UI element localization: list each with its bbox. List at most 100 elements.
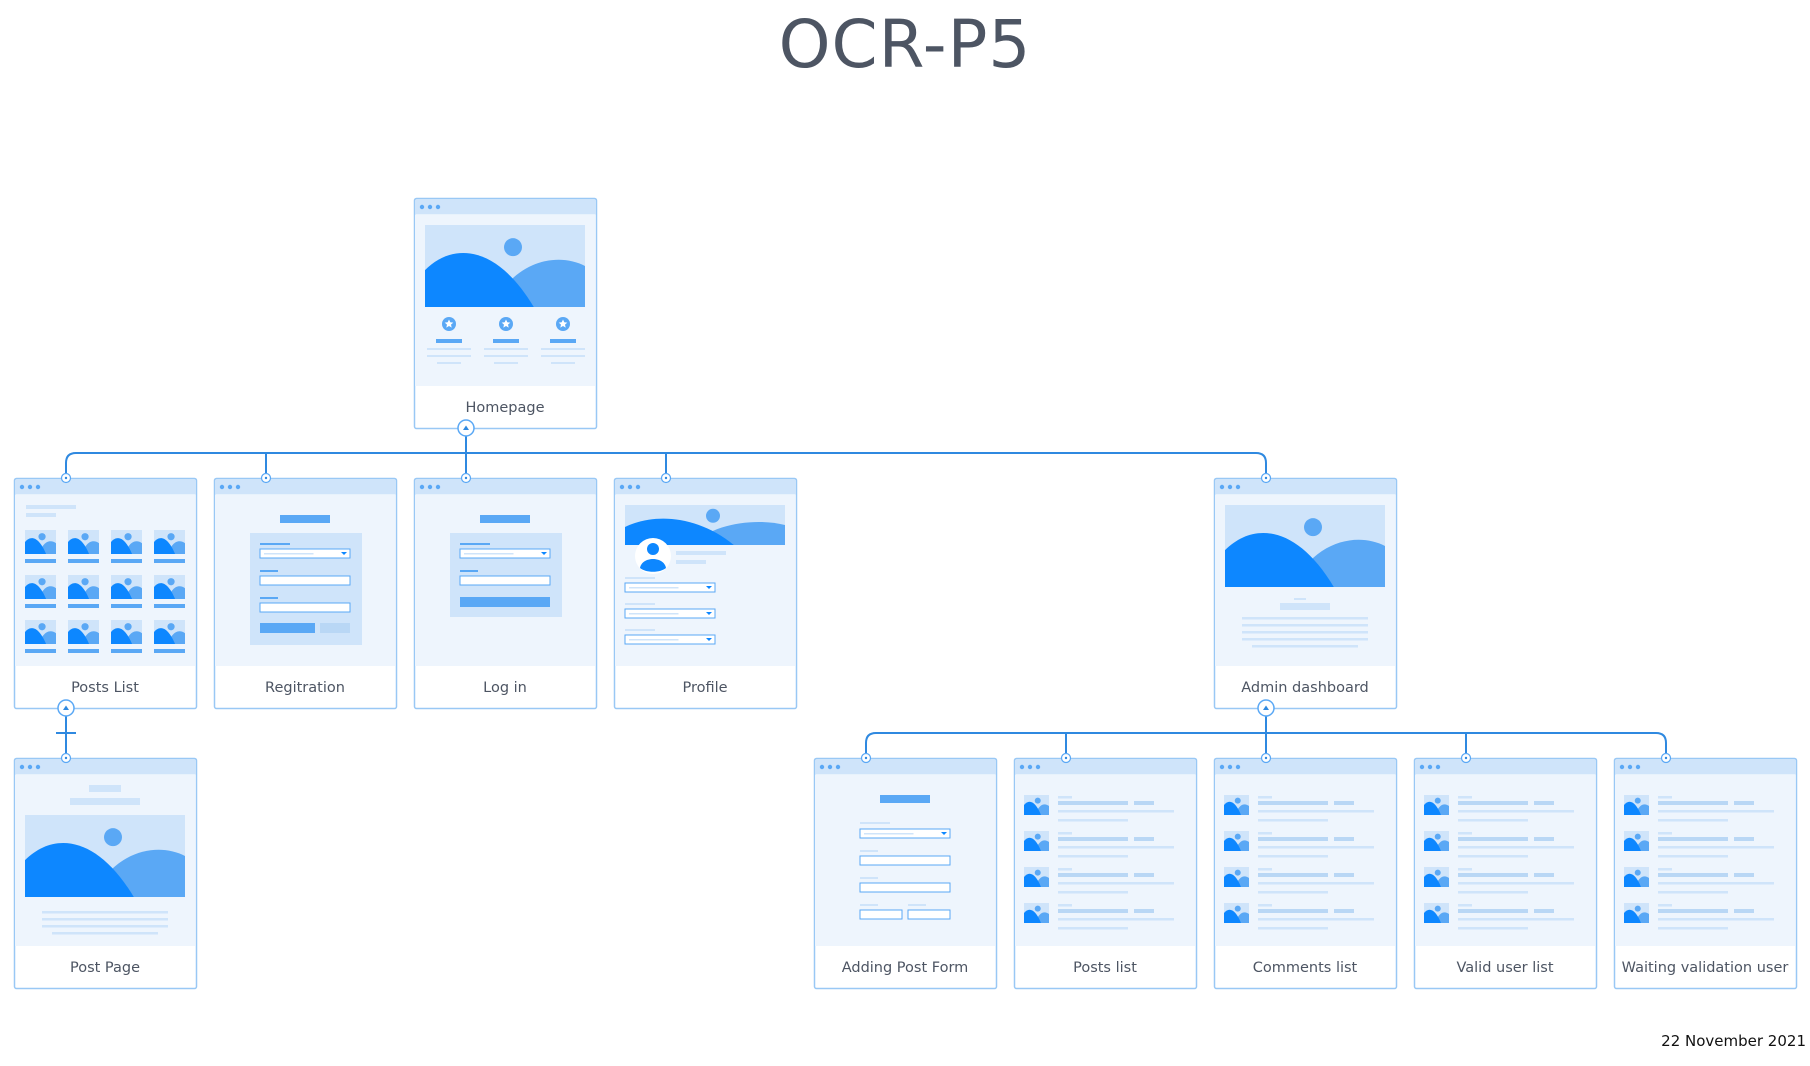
window-dot-icon <box>1219 764 1225 770</box>
window-dot-icon <box>1635 764 1641 770</box>
wireframe-preview <box>1215 775 1395 946</box>
page-node-admin-dashboard[interactable]: Admin dashboard <box>1213 477 1398 710</box>
window-dot-icon <box>1419 764 1425 770</box>
wireframe-preview <box>815 775 995 946</box>
window-dot-icon <box>19 484 25 490</box>
connector-lines <box>56 428 1667 758</box>
page-node-login[interactable]: Log in <box>413 477 598 710</box>
page-label: Homepage <box>465 400 544 416</box>
browser-bar <box>1215 479 1396 495</box>
page-label: Post Page <box>70 960 140 976</box>
connection-dot-center <box>64 476 68 480</box>
window-dot-icon <box>1227 764 1233 770</box>
window-dot-icon <box>1627 764 1633 770</box>
window-dot-icon <box>27 764 33 770</box>
connection-dot-center <box>1264 476 1268 480</box>
window-dot-icon <box>35 764 41 770</box>
connector-ports <box>57 419 1672 764</box>
window-dot-icon <box>1027 764 1033 770</box>
page-node-profile[interactable]: Profile <box>613 477 798 710</box>
wireframe-preview <box>1015 775 1195 946</box>
page-label: Admin dashboard <box>1241 680 1369 696</box>
browser-bar <box>1215 759 1396 775</box>
page-label: Regitration <box>265 680 345 696</box>
wireframe-preview <box>1615 775 1795 946</box>
connection-dot-center <box>1064 756 1068 760</box>
wireframe-preview <box>15 775 195 946</box>
wireframe-preview <box>215 495 395 666</box>
wireframe-preview <box>1215 495 1395 666</box>
wireframe-preview <box>415 495 595 666</box>
connection-dot-center <box>1664 756 1668 760</box>
window-dot-icon <box>1427 764 1433 770</box>
connection-dot-center <box>264 476 268 480</box>
wireframe-preview <box>1415 775 1595 946</box>
wireframe-preview <box>415 215 595 386</box>
page-node-valid-user-list[interactable]: Valid user list <box>1413 757 1598 990</box>
window-dot-icon <box>435 204 441 210</box>
page-label: Comments list <box>1253 960 1358 976</box>
window-dot-icon <box>835 764 841 770</box>
connector-branch <box>865 732 877 758</box>
connection-dot-center <box>464 476 468 480</box>
chevron-up-icon <box>1263 705 1269 710</box>
page-label: Profile <box>682 680 727 696</box>
connector-branch <box>65 452 77 478</box>
page-node-registration[interactable]: Regitration <box>213 477 398 710</box>
window-dot-icon <box>27 484 33 490</box>
chevron-up-icon <box>463 425 469 430</box>
page-node-waiting-validation-user[interactable]: Waiting validation user <box>1613 757 1798 990</box>
window-dot-icon <box>627 484 633 490</box>
browser-bar <box>415 199 596 215</box>
page-node-adding-post-form[interactable]: Adding Post Form <box>813 757 998 990</box>
connector-branch <box>1655 732 1667 758</box>
page-node-admin-posts-list[interactable]: Posts list <box>1013 757 1198 990</box>
page-label: Valid user list <box>1456 960 1553 976</box>
window-dot-icon <box>827 764 833 770</box>
window-dot-icon <box>819 764 825 770</box>
window-dot-icon <box>435 484 441 490</box>
connector-branch <box>1255 452 1267 478</box>
window-dot-icon <box>219 484 225 490</box>
page-label: Adding Post Form <box>842 960 969 976</box>
window-dot-icon <box>35 484 41 490</box>
window-dot-icon <box>635 484 641 490</box>
browser-bar <box>1415 759 1596 775</box>
page-label: Waiting validation user <box>1622 960 1789 976</box>
window-dot-icon <box>1435 764 1441 770</box>
window-dot-icon <box>419 484 425 490</box>
connection-dot-center <box>664 476 668 480</box>
connection-dot-center <box>1264 756 1268 760</box>
browser-bar <box>15 479 196 495</box>
diagram-title: OCR-P5 <box>778 6 1032 83</box>
window-dot-icon <box>619 484 625 490</box>
browser-bar <box>1015 759 1196 775</box>
window-dot-icon <box>19 764 25 770</box>
browser-bar <box>815 759 996 775</box>
page-node-comments-list[interactable]: Comments list <box>1213 757 1398 990</box>
window-dot-icon <box>1619 764 1625 770</box>
window-dot-icon <box>419 204 425 210</box>
page-node-post-page[interactable]: Post Page <box>13 757 198 990</box>
window-dot-icon <box>1219 484 1225 490</box>
browser-bar <box>15 759 196 775</box>
connection-dot-center <box>1464 756 1468 760</box>
chevron-up-icon <box>63 705 69 710</box>
wireframe-preview <box>615 495 795 666</box>
window-dot-icon <box>1235 484 1241 490</box>
window-dot-icon <box>227 484 233 490</box>
page-node-posts-list[interactable]: Posts List <box>13 477 198 710</box>
browser-bar <box>1615 759 1796 775</box>
diagram-date: 22 November 2021 <box>1661 1032 1806 1050</box>
connection-dot-center <box>864 756 868 760</box>
browser-bar <box>215 479 396 495</box>
window-dot-icon <box>1019 764 1025 770</box>
browser-bar <box>415 479 596 495</box>
page-label: Posts list <box>1073 960 1137 976</box>
page-node-homepage[interactable]: Homepage <box>413 197 598 430</box>
window-dot-icon <box>1235 764 1241 770</box>
window-dot-icon <box>1035 764 1041 770</box>
window-dot-icon <box>427 204 433 210</box>
browser-bar <box>615 479 796 495</box>
